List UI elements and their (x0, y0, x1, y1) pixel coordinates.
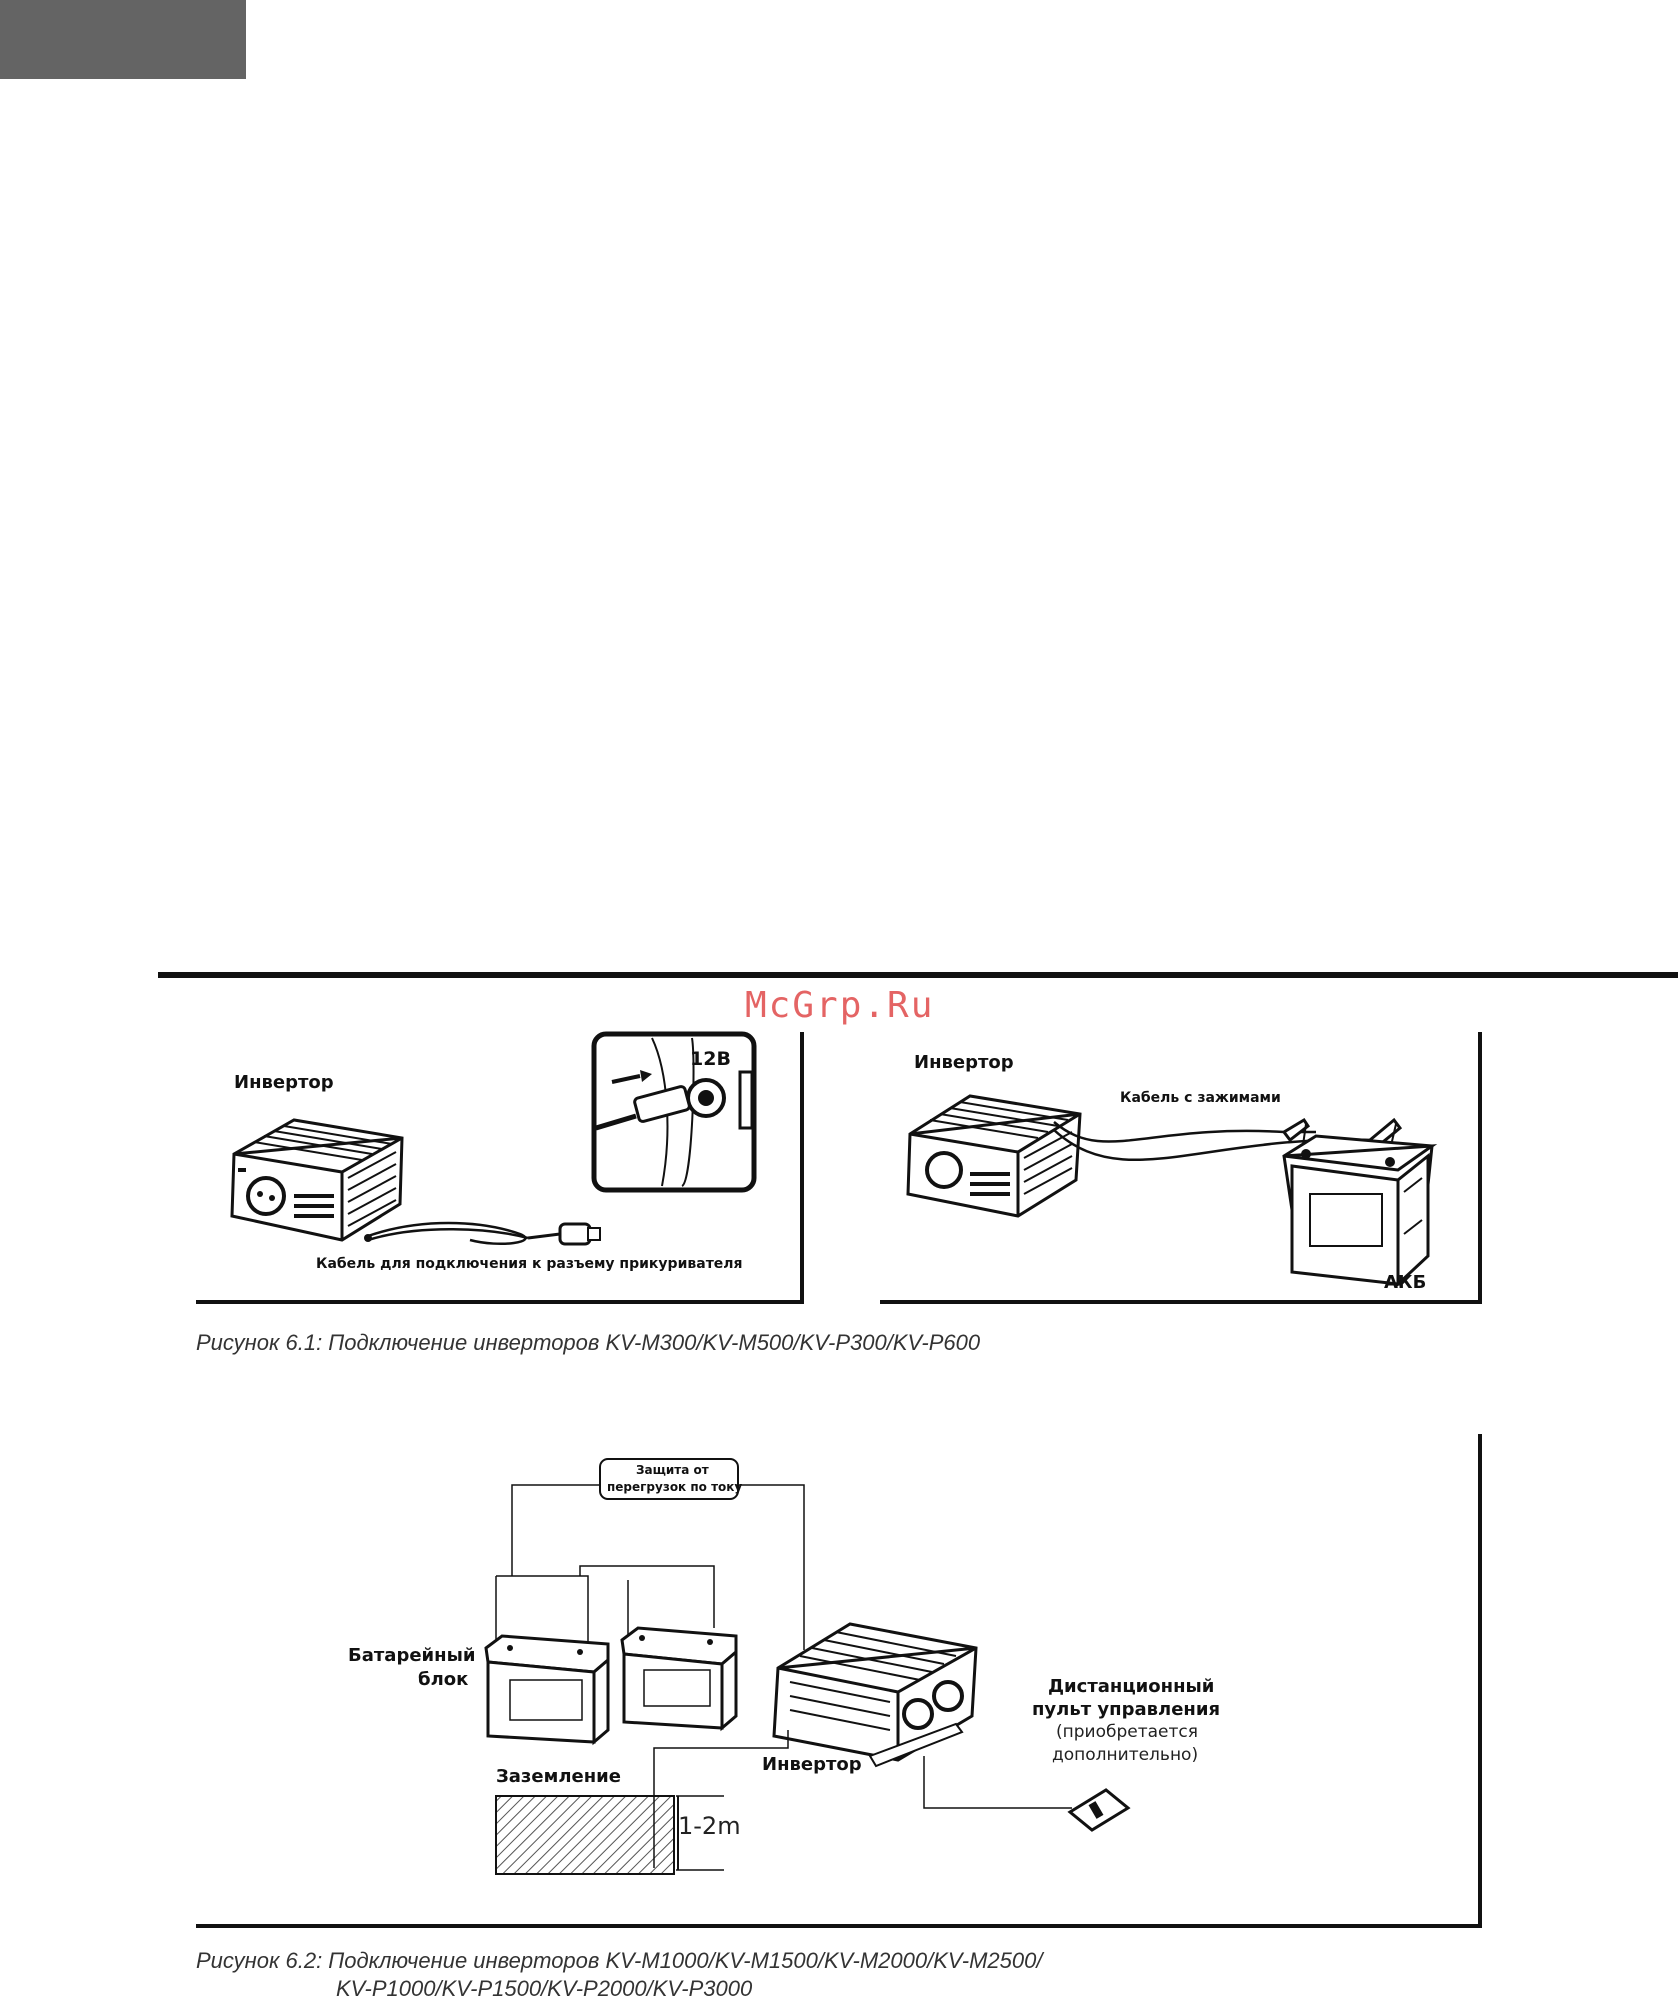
figure1-battery-label: АКБ (1384, 1272, 1427, 1293)
header-tab-block (0, 0, 246, 79)
battery-block-label-line2: блок (418, 1669, 469, 1690)
ground-depth-label: 1-2m (678, 1812, 741, 1840)
inverter-battery-illustration (906, 1094, 1438, 1288)
cigarette-cable-illustration (364, 1221, 601, 1246)
figure1-right-inverter-label: Инвертор (914, 1052, 1014, 1073)
socket-inset (591, 1031, 757, 1193)
remote-label-line1: Дистанционный (1048, 1676, 1215, 1697)
figure2-inverter-label: Инвертор (762, 1754, 862, 1775)
figure2-caption-line2: KV-P1000/KV-P1500/KV-P2000/KV-P3000 (336, 1976, 753, 2001)
section-rule (158, 972, 1678, 978)
watermark: McGrp.Ru (745, 985, 935, 1026)
remote-label-line2: пульт управления (1032, 1699, 1221, 1720)
remote-label-line3: (приобретается (1056, 1722, 1198, 1742)
ground-label: Заземление (496, 1766, 621, 1787)
socket-label: 12В (690, 1048, 731, 1070)
remote-label-line4: дополнительно) (1052, 1745, 1199, 1765)
inverter-small-illustration (230, 1118, 404, 1242)
fuse-label-line2: перегрузок по току (607, 1480, 743, 1494)
battery-block-label-line1: Батарейный (348, 1645, 476, 1666)
figure2-caption-line1: Рисунок 6.2: Подключение инверторов KV-M… (196, 1948, 1043, 1973)
figure1-right-cable-label: Кабель с зажимами (1120, 1090, 1281, 1106)
figure1-caption: Рисунок 6.1: Подключение инверторов KV-M… (196, 1330, 981, 1355)
figure1-left-inverter-label: Инвертор (234, 1072, 334, 1093)
fuse-label-line1: Защита от (636, 1463, 709, 1477)
figure1-left-cable-label: Кабель для подключения к разъему прикури… (316, 1256, 743, 1272)
